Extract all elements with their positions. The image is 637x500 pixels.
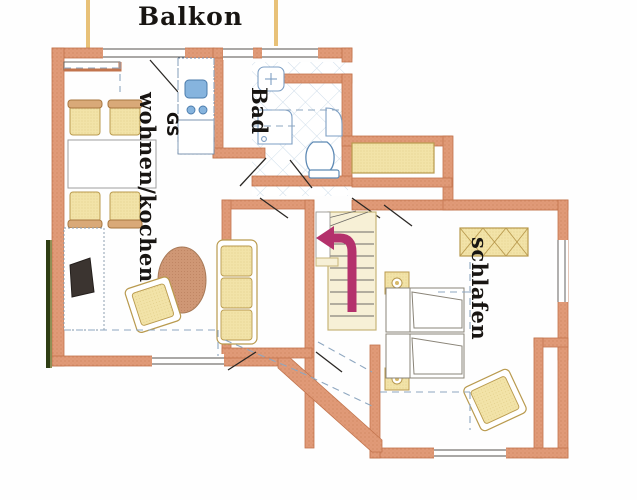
bathtub: [325, 107, 343, 137]
door-leaves: [63, 61, 122, 72]
dashed-zone-lines: [64, 58, 471, 430]
dining-chair: [67, 99, 103, 136]
room-label-bad: Bad: [247, 87, 272, 135]
dining-chair: [67, 191, 103, 229]
sofa: [216, 239, 258, 345]
dining-set: [67, 99, 157, 229]
balcony-railings: [86, 0, 278, 52]
direction-arrow: [316, 226, 357, 312]
double-bed: [385, 287, 465, 379]
cabinet: [351, 142, 435, 174]
windows: [103, 46, 568, 460]
dining-table: [67, 139, 157, 189]
armchair: [124, 276, 182, 333]
room-label-wohnen-kochen: wohnen/kochen: [135, 92, 160, 283]
toilet: [305, 141, 340, 179]
dining-chair: [107, 99, 143, 136]
wardrobe: [459, 227, 529, 257]
door-swings: [149, 59, 413, 373]
tv: [69, 257, 95, 298]
kitchen-sink: [184, 79, 208, 99]
dishwasher: [177, 119, 215, 155]
armchair: [463, 368, 527, 432]
living-furniture: [63, 227, 258, 345]
left-exterior-strip: [46, 240, 52, 368]
bedroom-furniture: [384, 227, 529, 432]
room-label-schlafen: schlafen: [467, 237, 492, 341]
bathroom-fixtures: [257, 66, 343, 179]
appliance-label-dishwasher: GS: [163, 112, 182, 137]
dining-chair: [107, 191, 143, 229]
room-label-balkon: Balkon: [138, 2, 243, 31]
staircase: [315, 210, 377, 331]
kitchen: [177, 57, 215, 155]
